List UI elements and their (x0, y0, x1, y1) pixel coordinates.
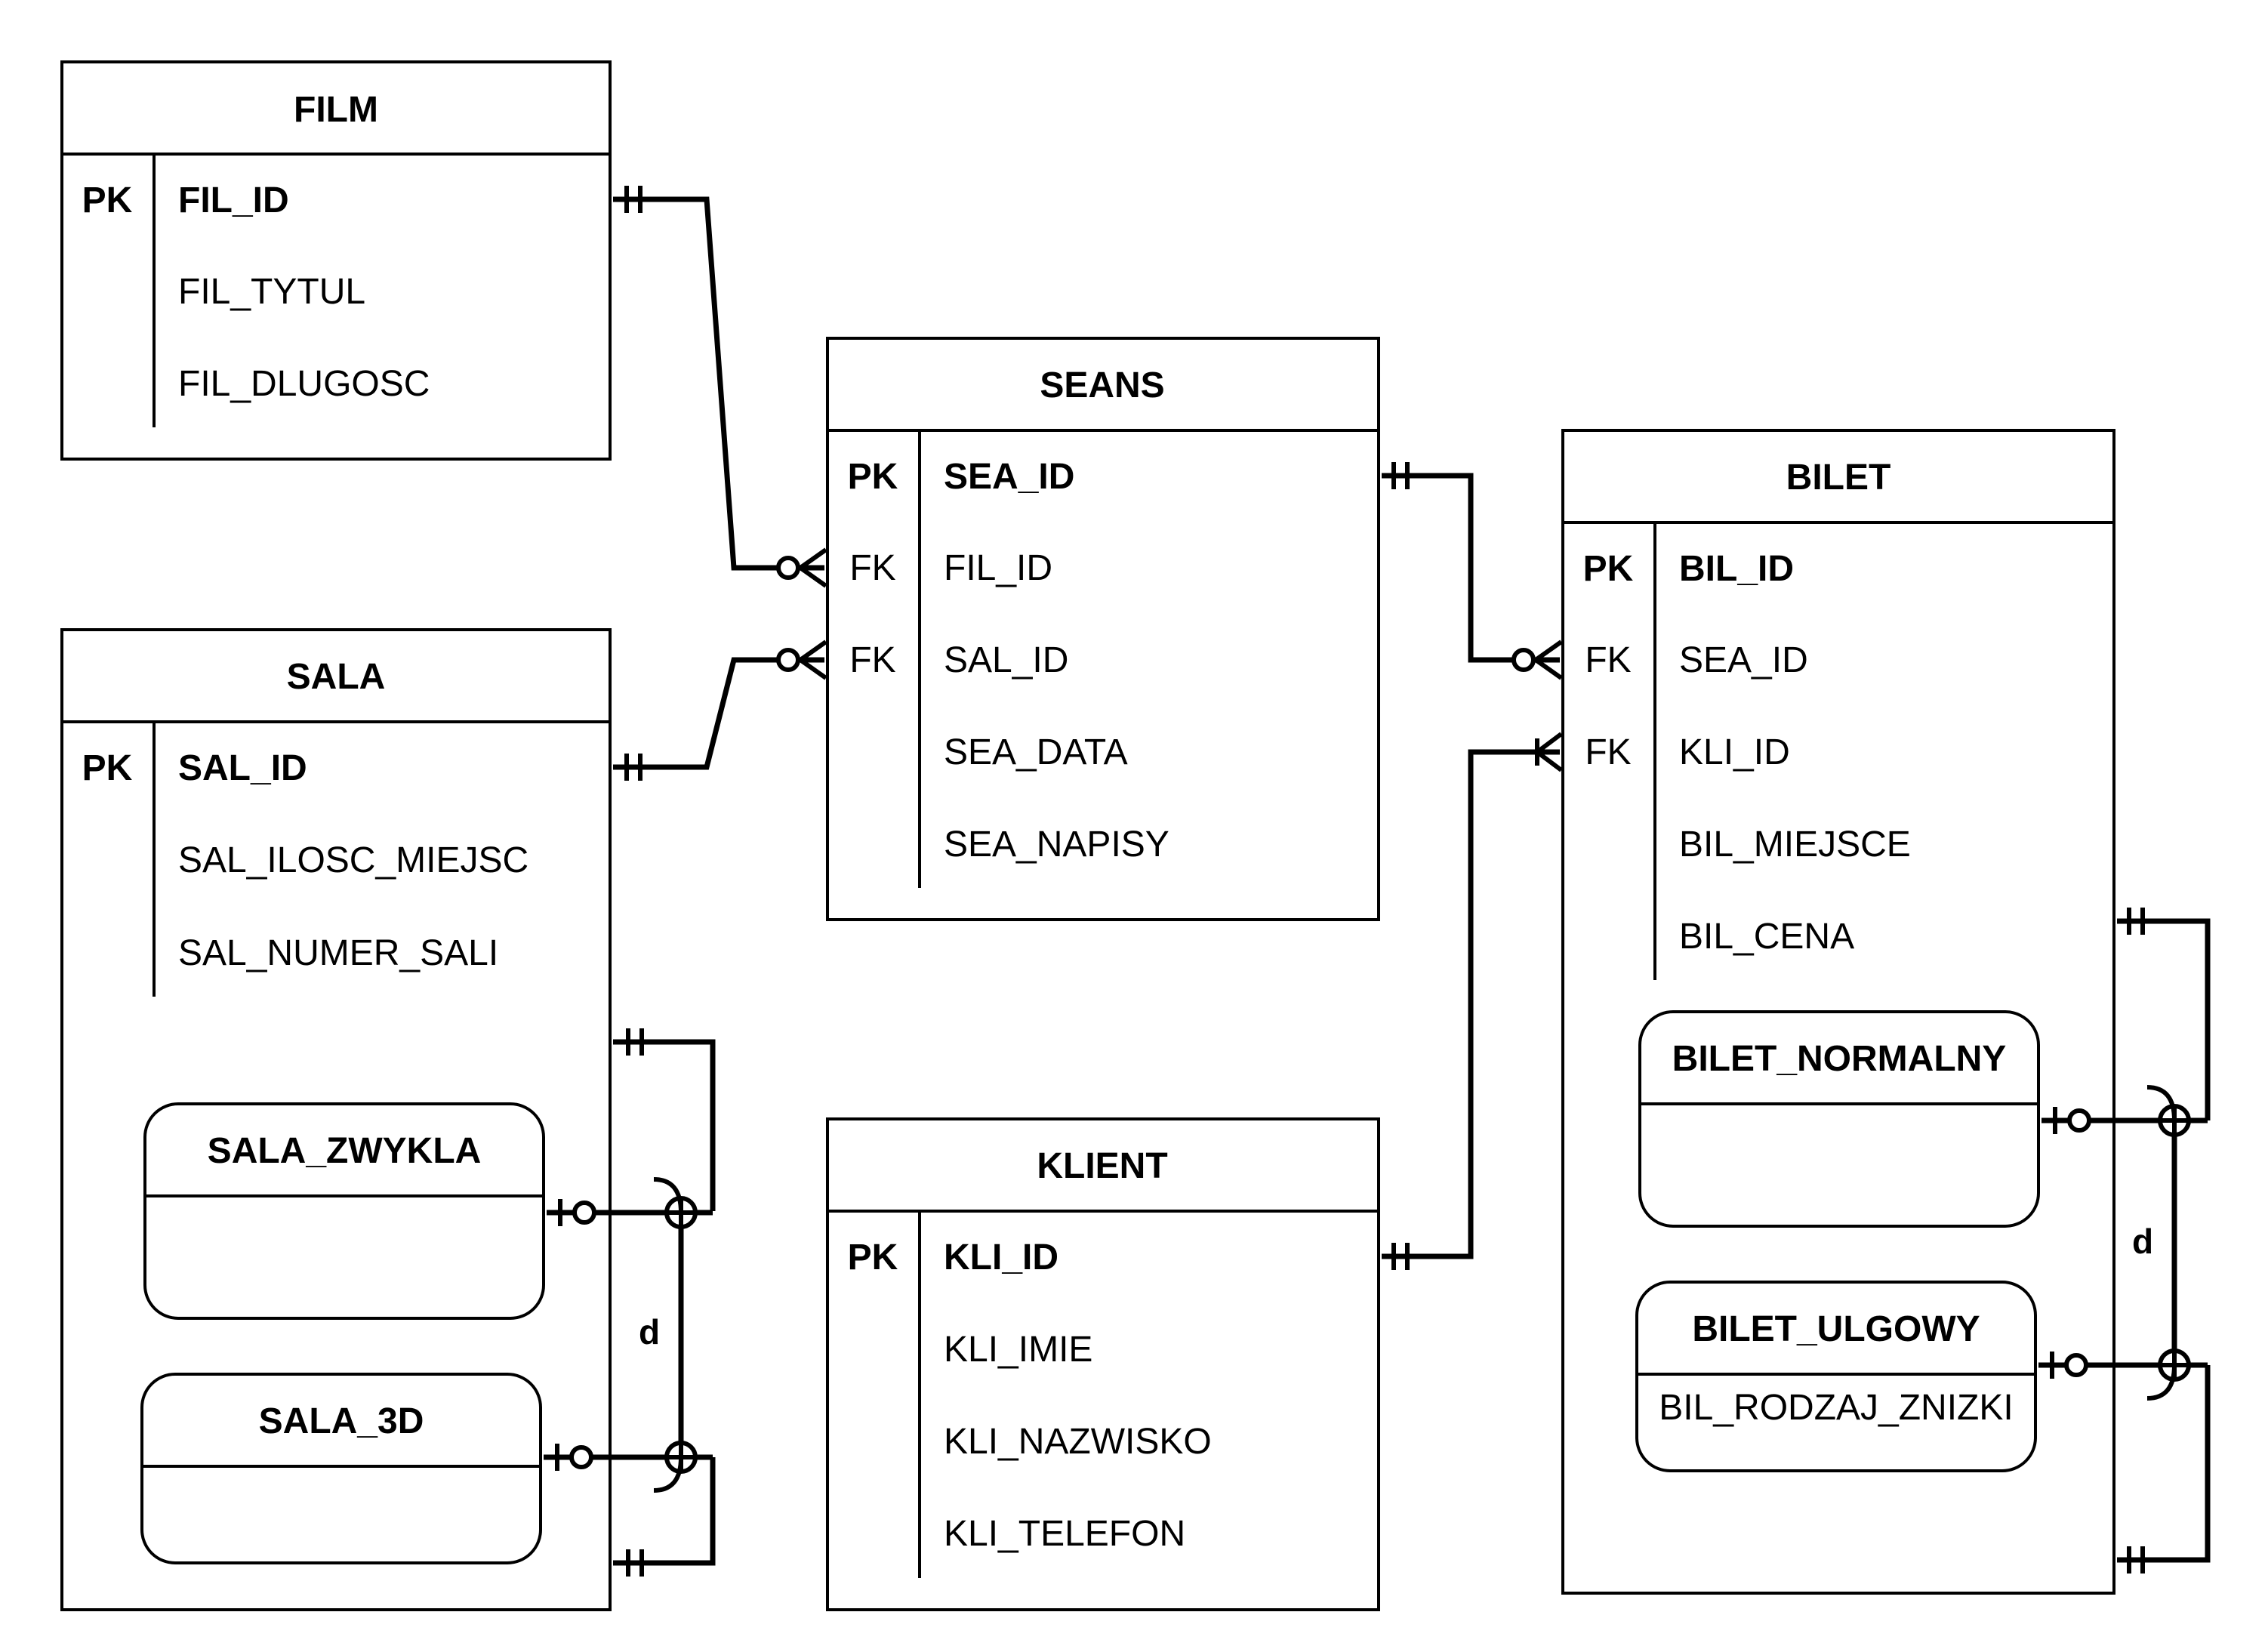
relationship-film-seans[interactable] (613, 186, 827, 588)
key-label: PK (82, 748, 133, 788)
entity-seans[interactable]: SEANS PK SEA_ID FK FIL_ID FK SAL_ID SEA_… (826, 337, 1380, 921)
subtype-title: BILET_ULGOWY (1692, 1309, 1980, 1349)
entity-title: KLIENT (1037, 1146, 1167, 1186)
subtype-title: SALA_ZWYKLA (208, 1131, 482, 1171)
subtype-title: SALA_3D (259, 1401, 424, 1441)
subtype-bilet-normalny[interactable]: BILET_NORMALNY (1638, 1010, 2040, 1228)
specialization-bilet[interactable]: d (2038, 908, 2211, 1573)
attribute: SAL_NUMER_SALI (178, 933, 498, 973)
attribute: BIL_CENA (1679, 917, 1854, 957)
attribute: SEA_NAPISY (944, 824, 1169, 865)
subtype-title: BILET_NORMALNY (1672, 1039, 2007, 1079)
attribute: KLI_ID (1679, 732, 1790, 772)
attribute: FIL_ID (178, 180, 289, 220)
attribute: BIL_ID (1679, 549, 1794, 589)
key-label: PK (82, 180, 133, 220)
attribute: KLI_IMIE (944, 1330, 1092, 1370)
entity-title: FILM (294, 90, 378, 130)
relationship-klient-bilet[interactable] (1382, 732, 1563, 1270)
subtype-sala-zwykla[interactable]: SALA_ZWYKLA (143, 1102, 545, 1320)
attribute: KLI_ID (944, 1238, 1059, 1278)
attribute: FIL_TYTUL (178, 272, 365, 312)
attribute: FIL_ID (944, 548, 1052, 588)
attribute: KLI_NAZWISKO (944, 1422, 1212, 1462)
key-label: PK (848, 1238, 898, 1278)
entity-title: SALA (287, 657, 386, 697)
attribute: FIL_DLUGOSC (178, 364, 430, 404)
key-label: FK (849, 640, 895, 680)
specialization-sala[interactable]: d (544, 1028, 716, 1577)
key-label: FK (1585, 732, 1631, 772)
attribute: SEA_ID (944, 457, 1074, 497)
attribute: KLI_TELEFON (944, 1514, 1185, 1554)
attribute: SAL_ID (944, 640, 1068, 680)
disjoint-label: d (639, 1312, 660, 1352)
entity-film[interactable]: FILM PK FIL_ID FIL_TYTUL FIL_DLUGOSC (60, 60, 612, 461)
relationship-seans-bilet[interactable] (1382, 462, 1563, 680)
attribute: SAL_ID (178, 748, 307, 788)
attribute: BIL_RODZAJ_ZNIZKI (1659, 1388, 2013, 1428)
relationship-sala-seans[interactable] (613, 640, 827, 781)
attribute: SEA_DATA (944, 732, 1128, 772)
attribute: SAL_ILOSC_MIEJSC (178, 840, 528, 880)
attribute: SEA_ID (1679, 640, 1808, 680)
subtype-bilet-ulgowy[interactable]: BILET_ULGOWY BIL_RODZAJ_ZNIZKI (1635, 1281, 2037, 1472)
key-label: FK (1585, 640, 1631, 680)
entity-klient[interactable]: KLIENT PK KLI_ID KLI_IMIE KLI_NAZWISKO K… (826, 1117, 1380, 1611)
disjoint-label: d (2132, 1222, 2153, 1261)
entity-title: SEANS (1040, 365, 1164, 405)
attribute: BIL_MIEJSCE (1679, 824, 1911, 865)
entity-title: BILET (1786, 458, 1891, 498)
subtype-sala-3d[interactable]: SALA_3D (140, 1373, 542, 1564)
key-label: PK (1583, 549, 1634, 589)
key-label: PK (848, 457, 898, 497)
key-label: FK (849, 548, 895, 588)
